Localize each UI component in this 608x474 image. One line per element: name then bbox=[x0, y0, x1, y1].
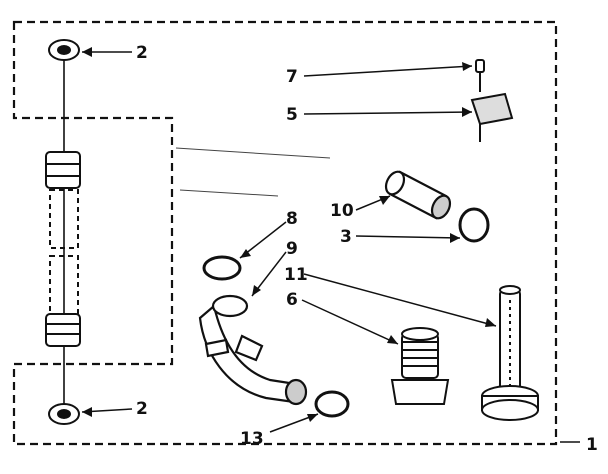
callout-gasket-elbow: 8 bbox=[286, 209, 298, 229]
threaded-fitting bbox=[390, 327, 450, 405]
callout-clip: 5 bbox=[286, 105, 298, 125]
callout-assembly: 1 bbox=[586, 435, 598, 455]
callout-washer-bottom: 2 bbox=[136, 399, 148, 419]
callout-washer-top: 2 bbox=[136, 43, 148, 63]
callout-connector: 10 bbox=[330, 201, 354, 221]
assembly-boundary bbox=[12, 20, 558, 446]
connector-tube bbox=[384, 170, 452, 220]
gasket-bottom bbox=[314, 390, 350, 418]
screw bbox=[475, 59, 485, 92]
callout-elbow: 9 bbox=[286, 239, 298, 259]
washer-bottom bbox=[48, 403, 80, 425]
clip bbox=[470, 92, 514, 142]
arrowheads bbox=[82, 47, 496, 422]
hose-assembly bbox=[45, 52, 81, 414]
nozzle-standpipe bbox=[481, 285, 539, 421]
callout-screw: 7 bbox=[286, 67, 298, 87]
leader-lines bbox=[81, 51, 580, 443]
ring-connector bbox=[458, 207, 490, 243]
callout-fitting: 6 bbox=[286, 290, 298, 310]
callout-ring-connector: 3 bbox=[340, 227, 352, 247]
gasket-elbow bbox=[202, 255, 242, 281]
washer-top bbox=[48, 39, 80, 61]
elbow-fitting bbox=[198, 294, 308, 406]
callout-nozzle: 11 bbox=[284, 265, 308, 285]
reference-lines bbox=[175, 147, 331, 197]
callout-gasket-bottom: 13 bbox=[240, 429, 264, 449]
